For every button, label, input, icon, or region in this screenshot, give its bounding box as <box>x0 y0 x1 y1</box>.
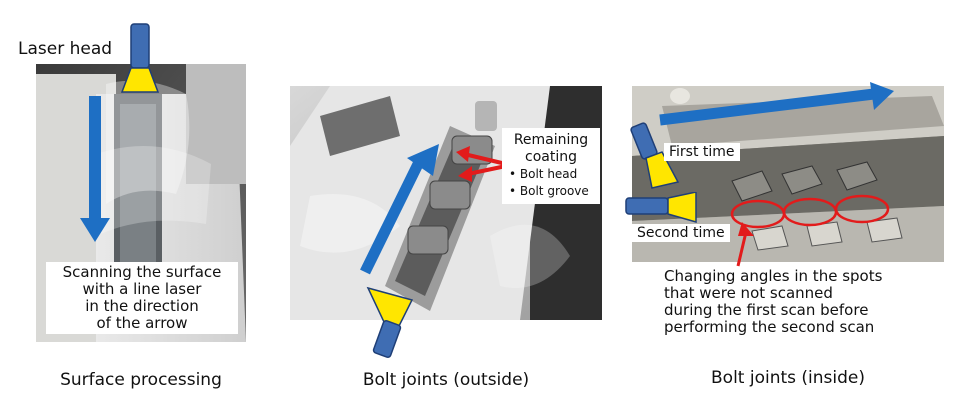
callout-title-2: coating <box>525 149 577 165</box>
caption-bolt-joints-outside: Bolt joints (outside) <box>362 370 530 390</box>
laser-head-icon <box>630 122 680 189</box>
remaining-coating-callout: Remaining coating • Bolt head • Bolt gro… <box>502 128 600 204</box>
callout-bullet-bolt-head: • Bolt head <box>509 167 578 181</box>
laser-head-icon <box>366 286 414 358</box>
scan-direction-arrow-icon <box>360 144 439 275</box>
note-line-4: performing the second scan <box>664 318 875 336</box>
instruction-line-2: with a line laser <box>82 280 202 298</box>
scan-direction-arrow-icon <box>80 96 110 242</box>
laser-head-label: Laser head <box>18 39 113 59</box>
scan-direction-arrow-icon <box>659 82 894 126</box>
first-time-label: First time <box>664 143 740 161</box>
red-pointer-arrow-icon <box>456 146 507 182</box>
angle-change-note: Changing angles in the spots that were n… <box>664 268 882 336</box>
instruction-line-4: of the arrow <box>96 314 188 332</box>
note-line-3: during the first scan before <box>664 301 869 319</box>
instruction-box: Scanning the surface with a line laser i… <box>46 262 238 334</box>
note-line-2: that were not scanned <box>664 284 833 302</box>
note-line-1: Changing angles in the spots <box>664 267 883 285</box>
laser-head-icon <box>120 23 160 93</box>
callout-title-1: Remaining <box>513 132 589 148</box>
caption-surface-processing: Surface processing <box>60 370 222 390</box>
callout-bullet-bolt-groove: • Bolt groove <box>509 184 589 198</box>
red-ellipse-marker-icon <box>730 194 890 229</box>
caption-bolt-joints-inside: Bolt joints (inside) <box>711 368 865 388</box>
laser-head-icon <box>625 192 697 223</box>
instruction-line-3: in the direction <box>85 297 199 315</box>
second-time-label: Second time <box>632 224 730 242</box>
instruction-line-1: Scanning the surface <box>62 263 222 281</box>
red-pointer-arrow-icon <box>736 222 754 267</box>
